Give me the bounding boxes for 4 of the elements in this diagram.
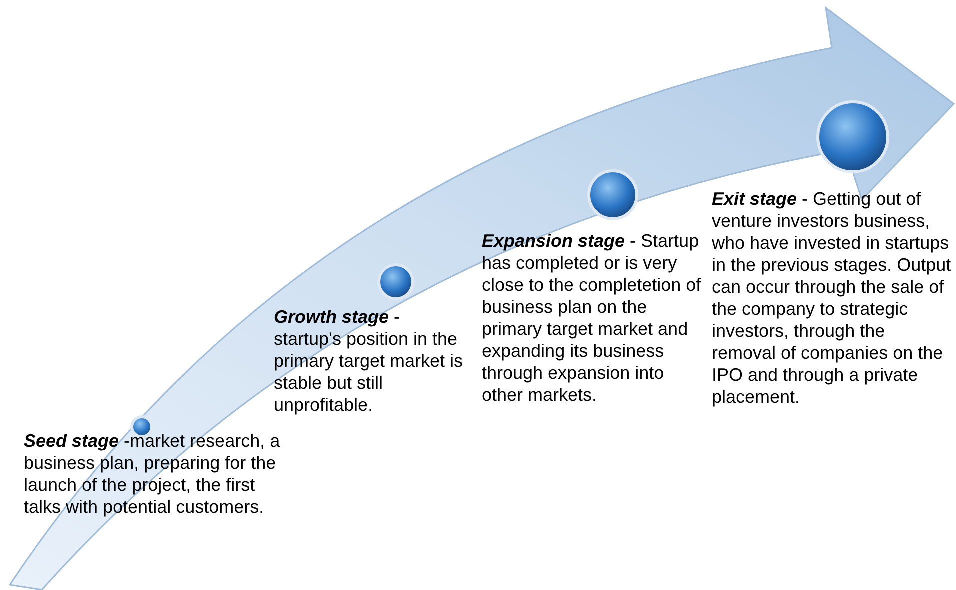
stage-description: Seed stage -market research, a business plan, preparing for the launch of the project, the first talks with potential customers.	[24, 430, 282, 518]
stage-description: Expansion stage - Startup has completed or is very close to the completetion of business plan on the primary target market and expanding its business through expansion into other markets.	[482, 230, 702, 406]
stage-description: Exit stage - Getting out of venture investors business, who have invested in startups in the previous stages. Output can occur through the sale of the company to strategic investors, through the removal of companies on the IPO and through a private placement.	[712, 188, 952, 408]
stage-description: Growth stage - startup's position in the primary target market is stable but still unprofitable.	[274, 306, 464, 416]
